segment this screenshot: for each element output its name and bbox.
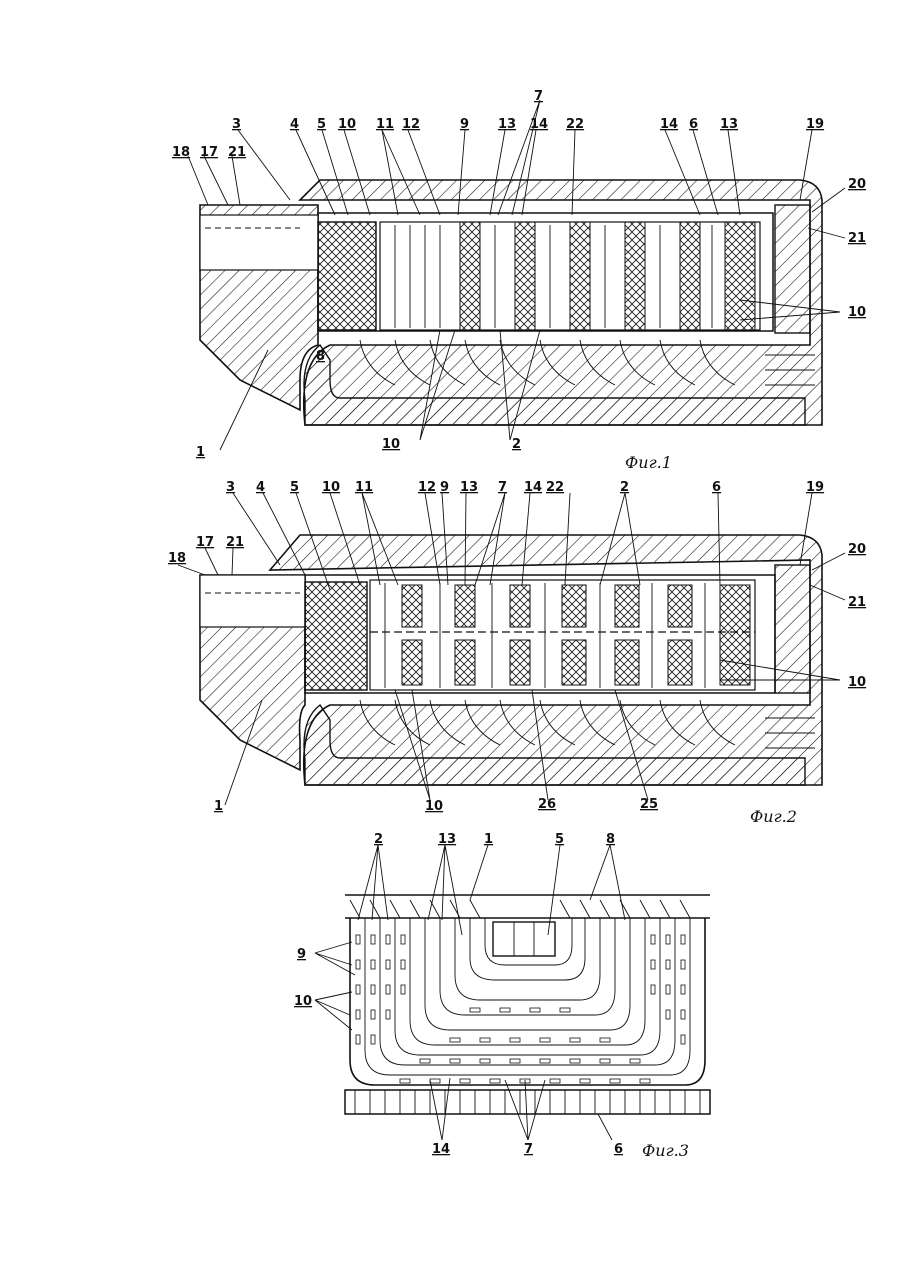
fig2-label-13: 13 [460,480,478,495]
fig1-label-12: 12 [402,117,420,132]
fig1-label-21: 21 [228,145,246,160]
fig1-label-18: 18 [172,145,190,160]
fig1-label-8: 8 [316,349,325,364]
fig2-label-6: 6 [712,480,721,495]
fig2-label-22: 22 [546,480,564,495]
fig2-caption: Фиг.2 [750,807,797,826]
fig3-label-6: 6 [614,1142,623,1157]
fig2-label-4: 4 [256,480,265,495]
fig2-label-21: 21 [226,535,244,550]
figure-2: 3 4 5 10 11 12 9 13 7 14 22 2 6 19 20 18… [168,480,866,826]
fig2-label-12: 12 [418,480,436,495]
figure-1: 18 17 21 3 4 5 10 11 12 9 7 13 14 22 14 … [172,89,866,472]
fig3-label-5: 5 [555,832,564,847]
fig2-label-2: 2 [620,480,629,495]
fig3-label-1: 1 [484,832,493,847]
lamination-stack-fig1 [380,222,760,330]
fig1-label-7: 7 [534,89,543,104]
fig1-label-2: 2 [512,437,521,452]
fig2-label-17: 17 [196,535,214,550]
fig2-label-20: 20 [848,542,866,557]
fig1-label-20: 20 [848,177,866,192]
fig1-label-13: 13 [498,117,516,132]
fig1-label-22: 22 [566,117,584,132]
fig3-label-10: 10 [294,994,312,1009]
fig2-label-1: 1 [214,799,223,814]
fig1-label-13b: 13 [720,117,738,132]
fig3-label-8: 8 [606,832,615,847]
fig1-label-10c: 10 [382,437,400,452]
fig2-label-10c: 10 [425,799,443,814]
fig1-caption: Фиг.1 [625,453,672,472]
fig1-label-1: 1 [196,445,205,460]
fig2-label-25: 25 [640,797,658,812]
fig3-label-9: 9 [297,947,306,962]
fig2-label-9: 9 [440,480,449,495]
fig2-label-18: 18 [168,551,186,566]
fig2-label-5: 5 [290,480,299,495]
fig1-label-17: 17 [200,145,218,160]
fig3-label-13: 13 [438,832,456,847]
fig1-label-14: 14 [530,117,548,132]
fig2-label-7: 7 [498,480,507,495]
lamination-stack-fig2 [370,580,755,690]
fig1-label-6: 6 [689,117,698,132]
fig2-label-19: 19 [806,480,824,495]
fig2-label-3: 3 [226,480,235,495]
fig2-label-11: 11 [355,480,373,495]
fig2-label-21b: 21 [848,595,866,610]
fig1-label-10: 10 [338,117,356,132]
fig1-label-4: 4 [290,117,299,132]
fig1-label-5: 5 [317,117,326,132]
fig2-label-14: 14 [524,480,542,495]
fig3-caption: Фиг.3 [642,1141,689,1160]
fig1-label-14b: 14 [660,117,678,132]
fig2-label-10b: 10 [848,675,866,690]
fig1-label-9: 9 [460,117,469,132]
fig1-label-3: 3 [232,117,241,132]
fig1-label-19: 19 [806,117,824,132]
fig2-label-26: 26 [538,797,556,812]
fig3-label-2: 2 [374,832,383,847]
fig1-label-10b: 10 [848,305,866,320]
fig3-label-7: 7 [524,1142,533,1157]
figure-3: 2 13 1 5 8 9 10 14 7 6 Фиг.3 [294,832,710,1160]
fig1-label-11: 11 [376,117,394,132]
fig2-label-10: 10 [322,480,340,495]
fig3-label-14: 14 [432,1142,450,1157]
fig1-label-21b: 21 [848,231,866,246]
